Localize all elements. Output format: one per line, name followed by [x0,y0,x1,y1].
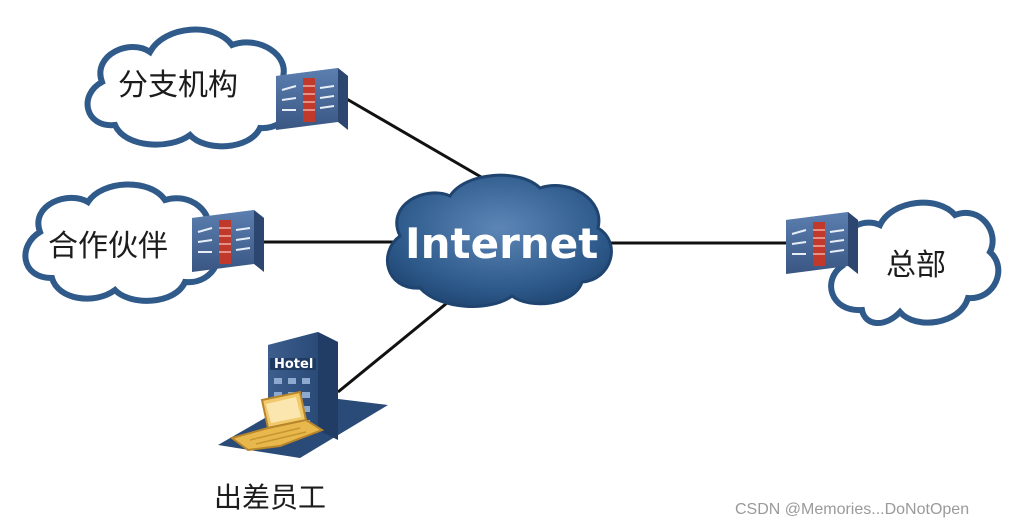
partner-label: 合作伙伴 [48,229,168,264]
branch-cloud: 分支机构 [84,26,297,150]
traveler-site: Hotel [218,332,388,458]
hotel-sign: Hotel [274,357,313,372]
branch-firewall [275,67,349,131]
internet-cloud: Internet [385,173,613,308]
partner-cloud: 合作伙伴 [22,181,222,304]
firewall-icon [785,211,859,275]
partner-firewall [191,209,265,273]
cloud-icon [84,26,297,150]
link-branch-internet [344,96,501,190]
branch-label: 分支机构 [118,68,238,103]
hq-label: 总部 [886,248,946,283]
watermark: CSDN @Memories...DoNotOpen [735,501,969,518]
cloud-icon [22,181,222,304]
internet-label: Internet [405,219,598,268]
laptop-icon [229,390,325,452]
traveler-label: 出差员工 [214,481,326,514]
link-traveler-internet [337,301,448,394]
firewall-icon [275,67,349,131]
hq-cloud: 总部 [828,199,1002,326]
firewall-icon [191,209,265,273]
hq-firewall [785,211,859,275]
cloud-icon [385,173,613,308]
